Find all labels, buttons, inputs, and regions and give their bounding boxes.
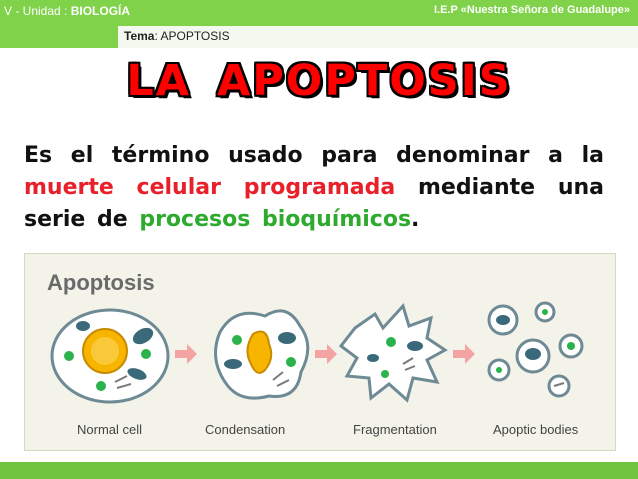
- title-word-2: APOPTOSIS: [217, 56, 512, 106]
- apoptosis-illustration: Apoptosis: [47, 270, 584, 437]
- arrow-icon: [315, 344, 337, 364]
- page-title: LA APOPTOSIS: [0, 56, 638, 106]
- footer-bar: [0, 462, 638, 479]
- definition-paragraph: Es el término usado para denominar a la …: [24, 140, 604, 236]
- tema-key: Tema: [124, 29, 155, 43]
- stage-label-apoptic-bodies: Apoptic bodies: [493, 422, 579, 437]
- stage-label-normal-cell: Normal cell: [77, 422, 142, 437]
- unit-label: V - Unidad : BIOLOGÍA: [4, 4, 130, 18]
- apoptic-bodies-icon: [487, 301, 584, 398]
- paragraph-text-1: Es el término usado para denominar a la: [24, 143, 604, 168]
- school-name: I.E.P «Nuestra Señora de Guadalupe»: [433, 4, 630, 16]
- stage-label-condensation: Condensation: [205, 422, 285, 437]
- paragraph-text-2: mediante una serie de: [24, 175, 604, 232]
- apoptosis-figure: Apoptosis: [24, 253, 616, 451]
- paragraph-text-3: .: [411, 207, 420, 232]
- header-bar: V - Unidad : BIOLOGÍA I.E.P «Nuestra Señ…: [0, 0, 638, 48]
- tema-bar: Tema: APOPTOSIS: [118, 26, 638, 48]
- unit-name: BIOLOGÍA: [70, 4, 131, 18]
- figure-heading: Apoptosis: [47, 270, 155, 295]
- arrow-icon: [175, 344, 197, 364]
- normal-cell-icon: [50, 308, 170, 404]
- fragmentation-cell-icon: [338, 303, 448, 403]
- condensation-cell-icon: [214, 309, 310, 400]
- highlight-muerte-celular: muerte celular programada: [24, 175, 396, 200]
- tema-value: : APOPTOSIS: [154, 29, 230, 43]
- arrow-icon: [453, 344, 475, 364]
- tema-label: Tema: APOPTOSIS: [124, 29, 230, 43]
- unit-prefix: V - Unidad :: [4, 4, 71, 18]
- title-word-1: LA: [126, 56, 191, 106]
- stage-label-fragmentation: Fragmentation: [353, 422, 437, 437]
- highlight-procesos-bioquimicos: procesos bioquímicos: [139, 207, 412, 232]
